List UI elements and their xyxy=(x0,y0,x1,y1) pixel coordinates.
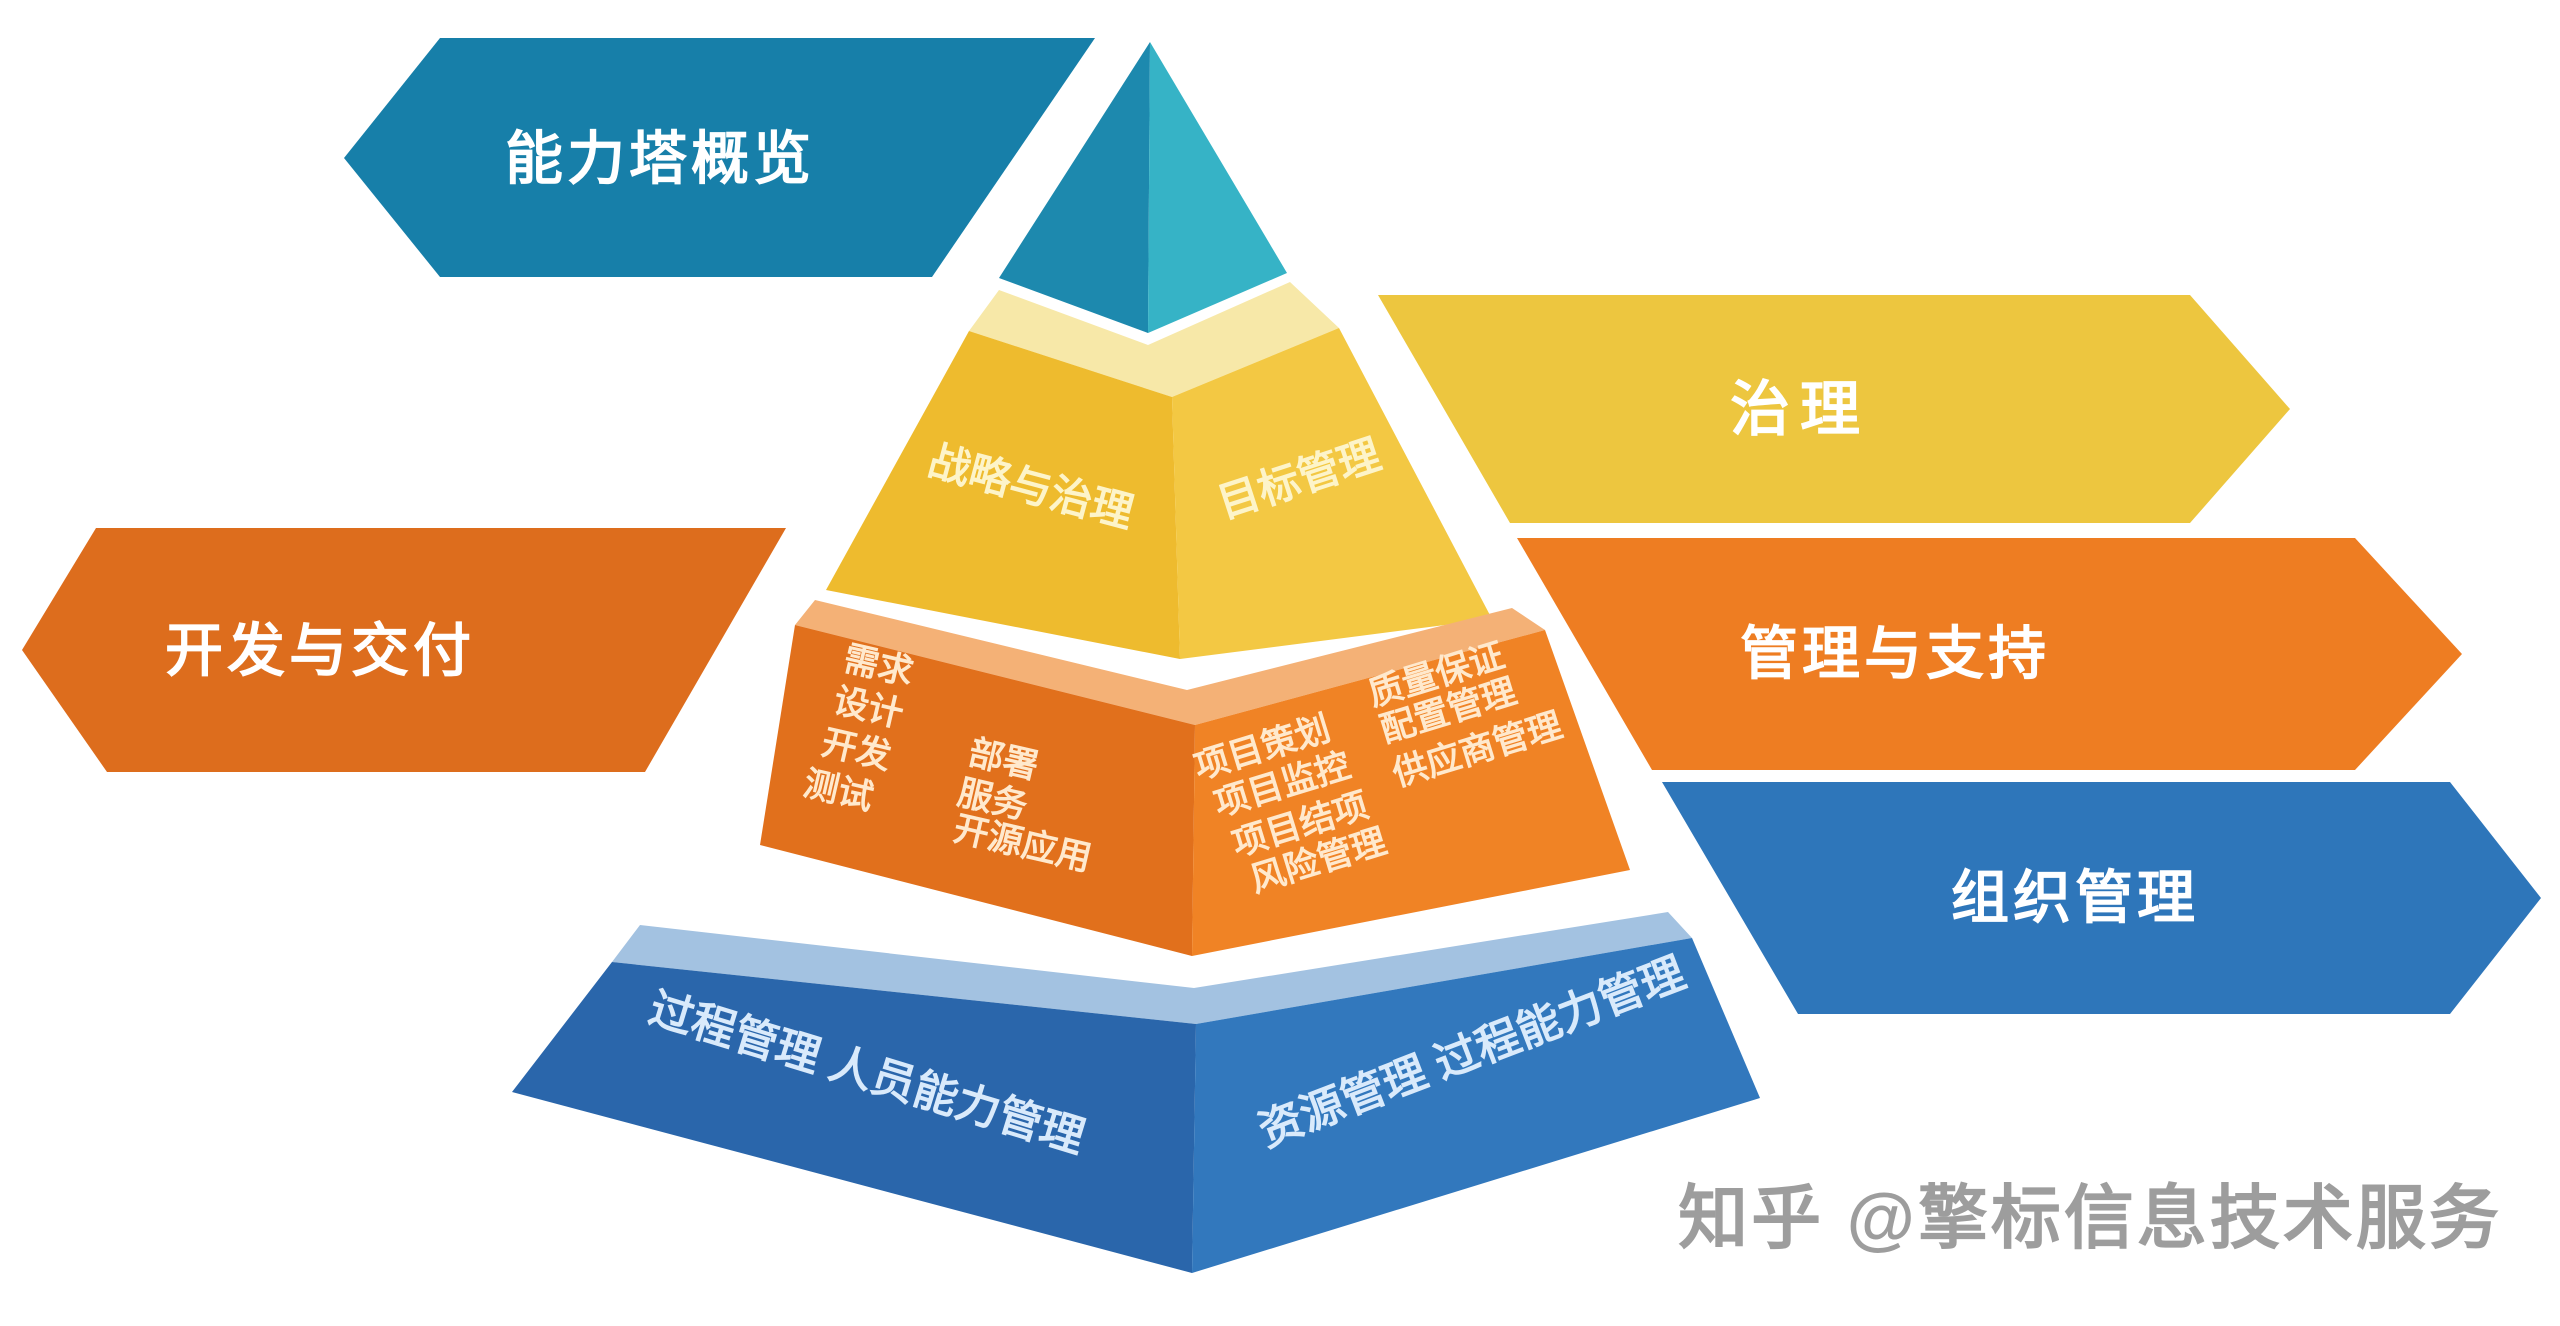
pyramid-tip xyxy=(999,42,1287,333)
level3-right-face xyxy=(1192,630,1630,956)
watermark-text: 知乎 @擎标信息技术服务 xyxy=(1678,1179,2502,1257)
banner-governance-shape xyxy=(1378,295,2290,523)
level4-left-face xyxy=(512,962,1196,1273)
pyramid-level-foundation: 过程管理 人员能力管理 资源管理 过程能力管理 xyxy=(512,912,1760,1273)
level4-right-face xyxy=(1192,938,1760,1273)
banner-governance: 治理 xyxy=(1378,295,2290,523)
level2-top-band xyxy=(969,282,1339,397)
pyramid-level-strategy: 战略与治理 目标管理 xyxy=(826,282,1492,659)
pyramid-tip-left-face xyxy=(999,42,1150,333)
banner-mgmt-support: 管理与支持 xyxy=(1517,538,2462,770)
banner-overview-label: 能力塔概览 xyxy=(505,126,815,191)
level2-left-face xyxy=(826,331,1180,659)
banner-overview: 能力塔概览 xyxy=(344,38,1095,277)
level3-left-face xyxy=(760,625,1195,956)
banner-overview-shape xyxy=(344,38,1095,277)
banner-dev-delivery-label: 开发与交付 xyxy=(165,618,475,683)
banner-org-mgmt-label: 组织管理 xyxy=(1951,865,2199,930)
banner-org-mgmt-shape xyxy=(1662,782,2541,1014)
pyramid-level-execution: 需求 设计 开发 测试 部署 服务 开源应用 项目策划 项目监控 项目结项 风险… xyxy=(760,600,1630,956)
banner-governance-label: 治理 xyxy=(1730,376,1870,443)
level4-top-band xyxy=(612,912,1692,1024)
banner-mgmt-support-label: 管理与支持 xyxy=(1740,621,2050,686)
banner-dev-delivery: 开发与交付 xyxy=(22,528,786,772)
level2-right-face xyxy=(1172,328,1492,659)
banner-mgmt-support-shape xyxy=(1517,538,2462,770)
pyramid-tip-right-face xyxy=(1148,42,1287,333)
banner-org-mgmt: 组织管理 xyxy=(1662,782,2541,1014)
banner-dev-delivery-shape xyxy=(22,528,786,772)
